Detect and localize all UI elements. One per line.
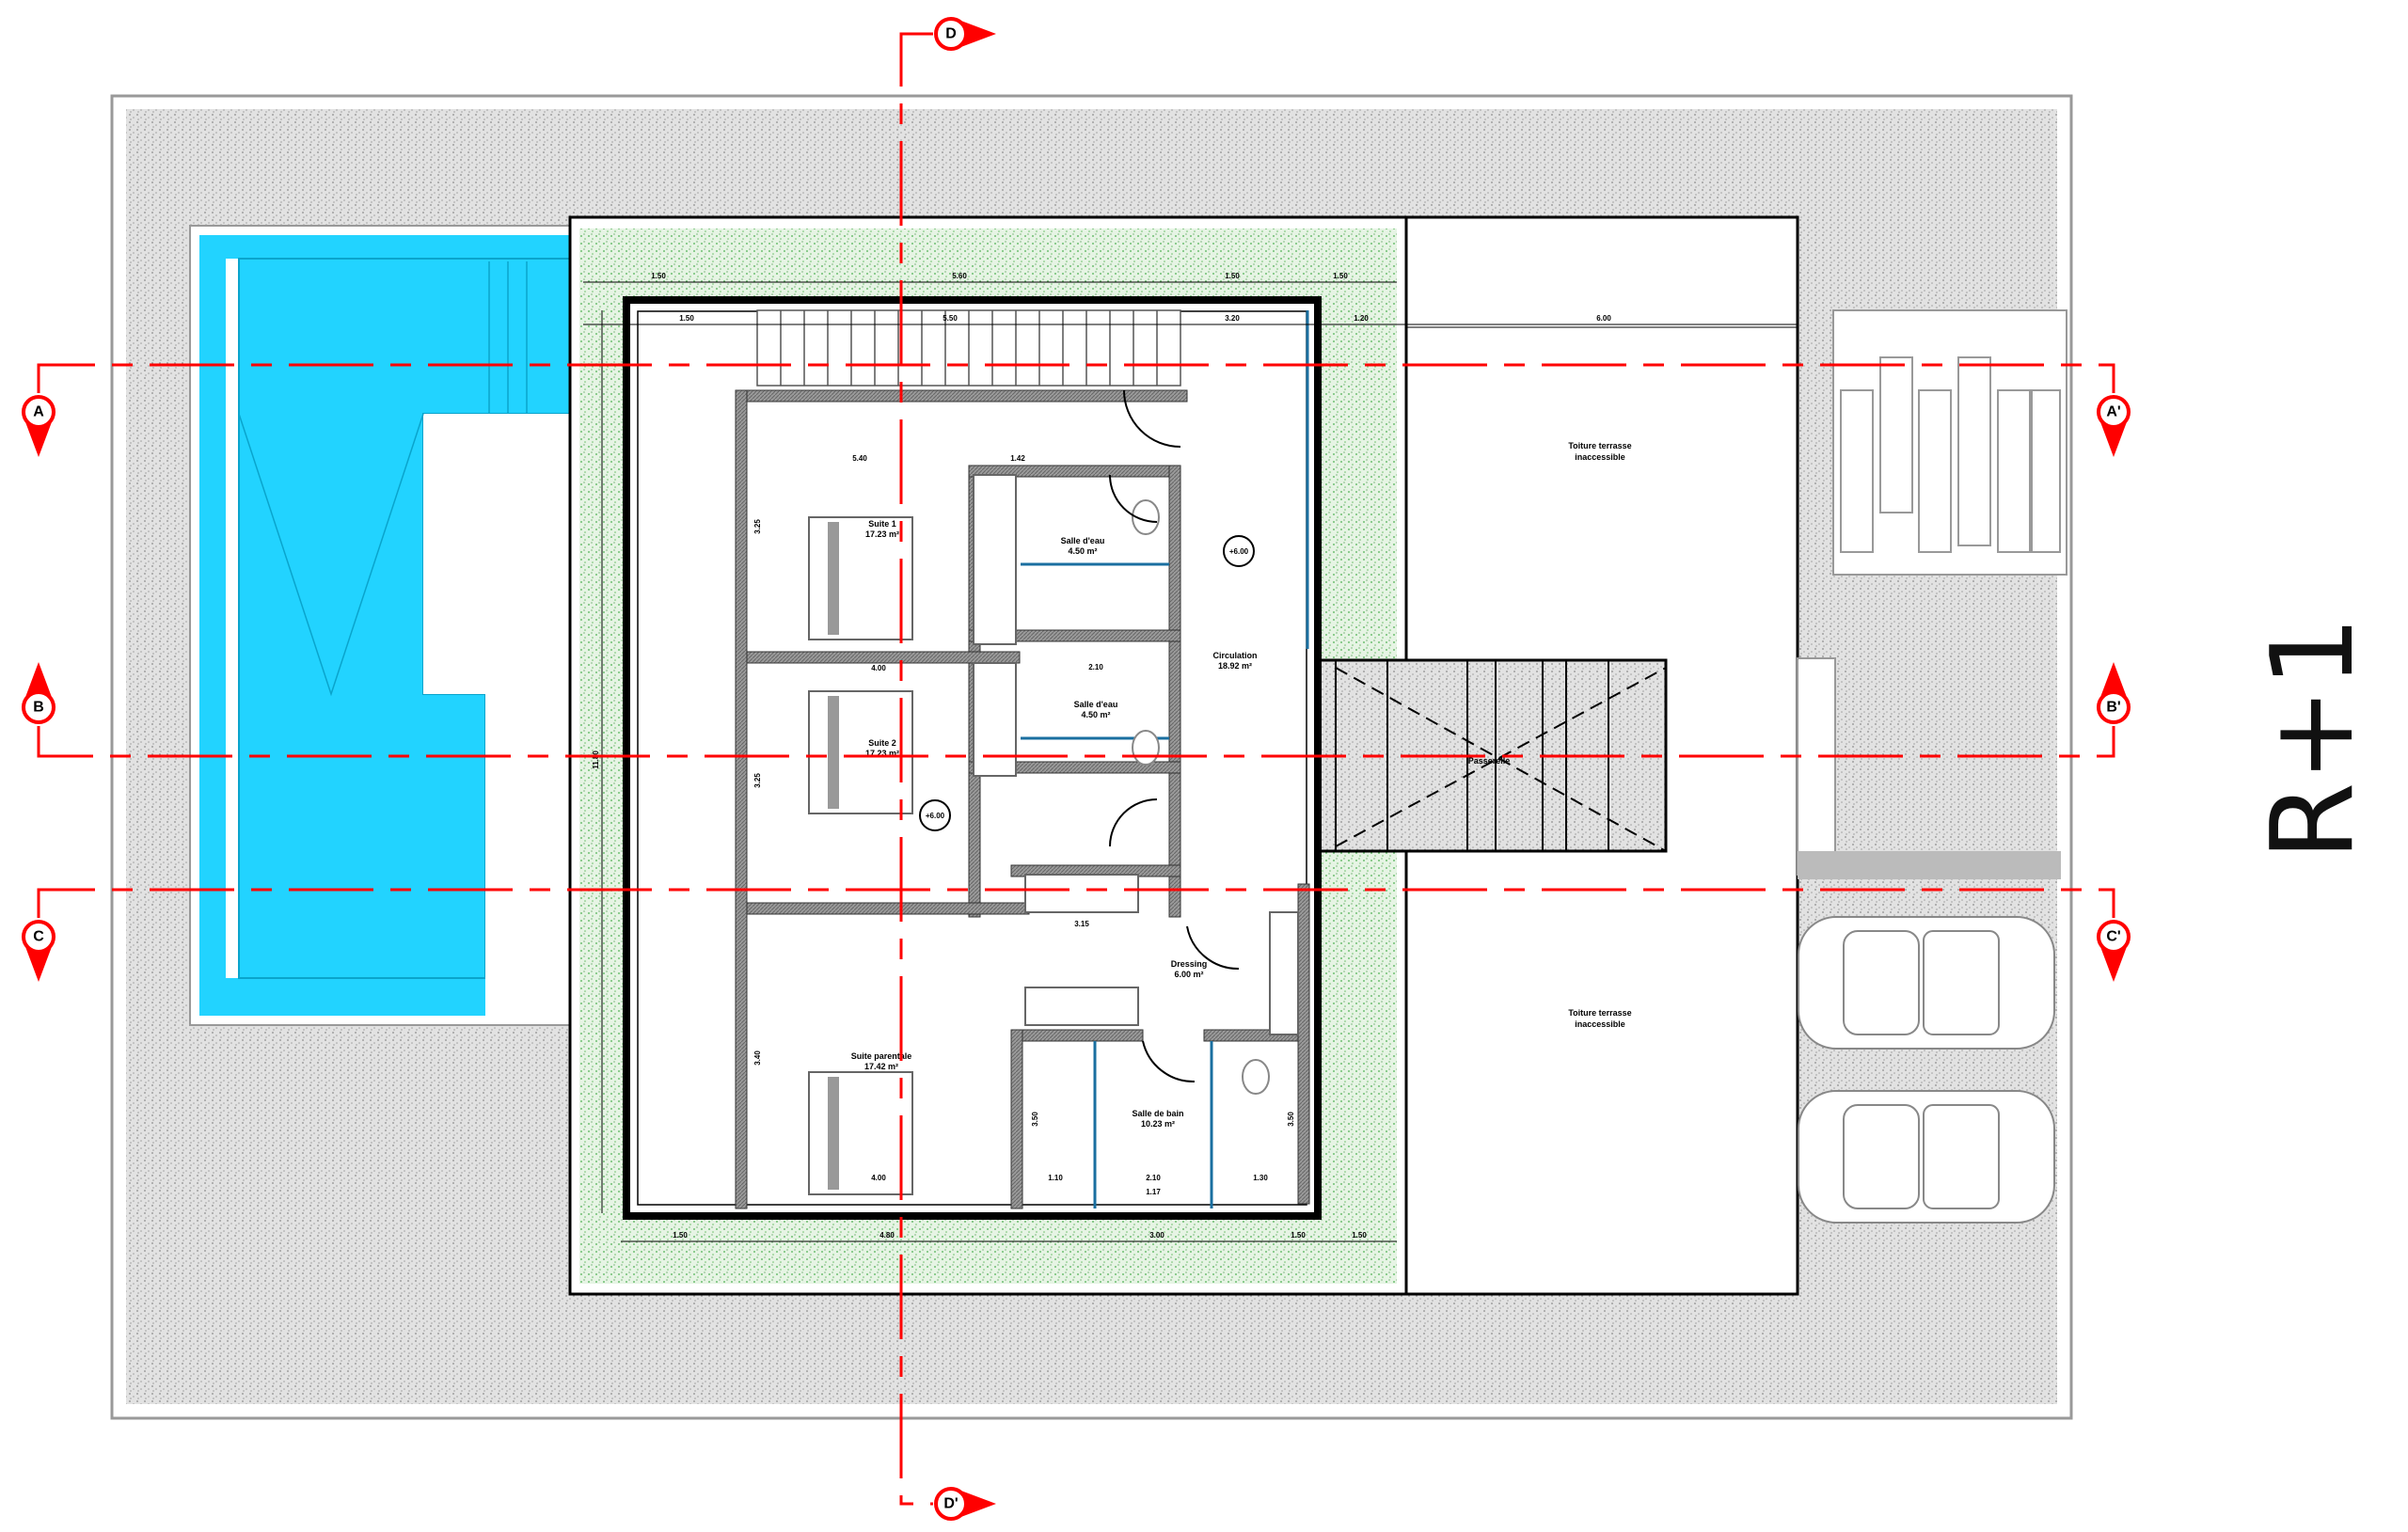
dimension-label: 3.25 (753, 519, 762, 534)
room-area-sde2: 4.50 m² (1081, 710, 1110, 719)
dimension-label: 1.50 (1333, 272, 1348, 280)
label: A' (2106, 404, 2120, 420)
label: C (33, 929, 44, 945)
room-area-suite1: 17.23 m² (865, 529, 899, 539)
room-area-circulation: 18.92 m² (1218, 661, 1252, 671)
dimension-label: 3.25 (753, 773, 762, 788)
dimension-label: 1.30 (1253, 1174, 1268, 1182)
section-line-d (899, 32, 933, 1506)
dimension-label: 1.42 (1010, 454, 1025, 463)
room-label-sdb: Salle de bain (1132, 1109, 1183, 1118)
dimension-label: 3.15 (1074, 920, 1089, 928)
dimension-label: +6.00 (926, 812, 945, 820)
swimming-pool (189, 225, 571, 1026)
dimension-label: 6.00 (1596, 314, 1611, 323)
room-area-dressing: 6.00 m² (1174, 970, 1203, 979)
room-label-sde1: Salle d'eau (1061, 536, 1105, 545)
room-area-terrace-top: inaccessible (1575, 452, 1625, 462)
house-floor: Suite 1 17.23 m² Salle d'eau 4.50 m² Cir… (623, 296, 1322, 1220)
room-area-terrace-bottom: inaccessible (1575, 1019, 1625, 1029)
exterior-stair (1797, 309, 2067, 879)
dimension-label: 1.50 (1225, 272, 1240, 280)
dimension-label: 1.20 (1354, 314, 1369, 323)
section-marker-a: A (22, 395, 55, 457)
room-area-suite2: 17.23 m² (865, 749, 899, 758)
room-label-sde2: Salle d'eau (1074, 700, 1118, 709)
dimension-label: 3.00 (1149, 1231, 1164, 1240)
room-label-suite2: Suite 2 (868, 738, 896, 748)
dimension-label: 2.10 (1146, 1174, 1161, 1182)
dimension-label: 3.20 (1225, 314, 1240, 323)
room-label-terrace-bottom: Toiture terrasse (1568, 1008, 1631, 1018)
dimension-label: 3.40 (753, 1050, 762, 1066)
room-area-sdb: 10.23 m² (1141, 1119, 1175, 1129)
level-marker: +6.00 (1223, 535, 1255, 567)
room-label-parentale: Suite parentale (851, 1051, 912, 1061)
car-icon (1798, 916, 2055, 1050)
section-marker-c-prime: C' (2097, 920, 2131, 982)
dimension-lines (583, 281, 1798, 1242)
label: A (33, 404, 44, 420)
dimension-label: 4.00 (871, 1174, 886, 1182)
dimension-label: 1.50 (1291, 1231, 1306, 1240)
section-marker-a-prime: A' (2097, 395, 2131, 457)
dimension-label: 5.50 (943, 314, 958, 323)
label: B' (2106, 700, 2120, 716)
dimension-label: 3.50 (1031, 1112, 1039, 1127)
label: B (33, 700, 44, 716)
dimension-labels: 1.50 5.60 1.50 1.50 1.50 5.50 3.20 1.20 … (592, 272, 1611, 1240)
dimension-label: 3.50 (1287, 1112, 1295, 1127)
dimension-label: 4.80 (879, 1231, 895, 1240)
room-label-terrace-top: Toiture terrasse (1568, 441, 1631, 450)
section-line-c (37, 888, 2115, 918)
section-marker-c: C (22, 920, 55, 982)
floor-level-title: R+1 (2248, 616, 2379, 861)
room-label-suite1: Suite 1 (868, 519, 896, 529)
section-marker-b: B (22, 662, 55, 724)
interior-stair (756, 309, 1181, 387)
dimension-label: 1.50 (651, 272, 666, 280)
dimension-label: 11.80 (592, 750, 600, 769)
dimension-label: 1.50 (679, 314, 694, 323)
dimension-label: 5.40 (852, 454, 867, 463)
wardrobe (973, 474, 1299, 1035)
level-marker: +6.00 (919, 799, 951, 831)
parked-cars (1798, 916, 2055, 1224)
label: C' (2106, 929, 2120, 945)
room-label-dressing: Dressing (1171, 959, 1208, 969)
dimension-label: 1.10 (1048, 1174, 1063, 1182)
section-lines (37, 32, 2115, 1506)
section-line-b (37, 726, 2115, 758)
dimension-label: 5.60 (952, 272, 967, 280)
dimension-label: 2.10 (1088, 663, 1103, 671)
dimension-label: 1.17 (1146, 1188, 1161, 1196)
bridge-label: Passerelle (1468, 756, 1511, 766)
car-icon (1798, 1090, 2055, 1224)
dimension-label: +6.00 (1229, 547, 1249, 556)
label: D (945, 26, 957, 42)
section-line-a (37, 363, 2115, 393)
dimension-label: 1.50 (673, 1231, 688, 1240)
room-area-parentale: 17.42 m² (864, 1062, 898, 1071)
section-marker-d-prime: D' (934, 1487, 996, 1521)
room-area-sde1: 4.50 m² (1068, 546, 1097, 556)
room-label-circulation: Circulation (1212, 651, 1257, 660)
section-marker-d: D (934, 17, 996, 51)
dimension-label: 1.50 (1352, 1231, 1367, 1240)
section-marker-b-prime: B' (2097, 662, 2131, 724)
label: D' (943, 1496, 958, 1512)
door-swing (1109, 389, 1240, 1083)
glazing (1021, 310, 1309, 1208)
bed-icon (808, 516, 913, 1195)
dimension-label: 4.00 (871, 664, 886, 672)
